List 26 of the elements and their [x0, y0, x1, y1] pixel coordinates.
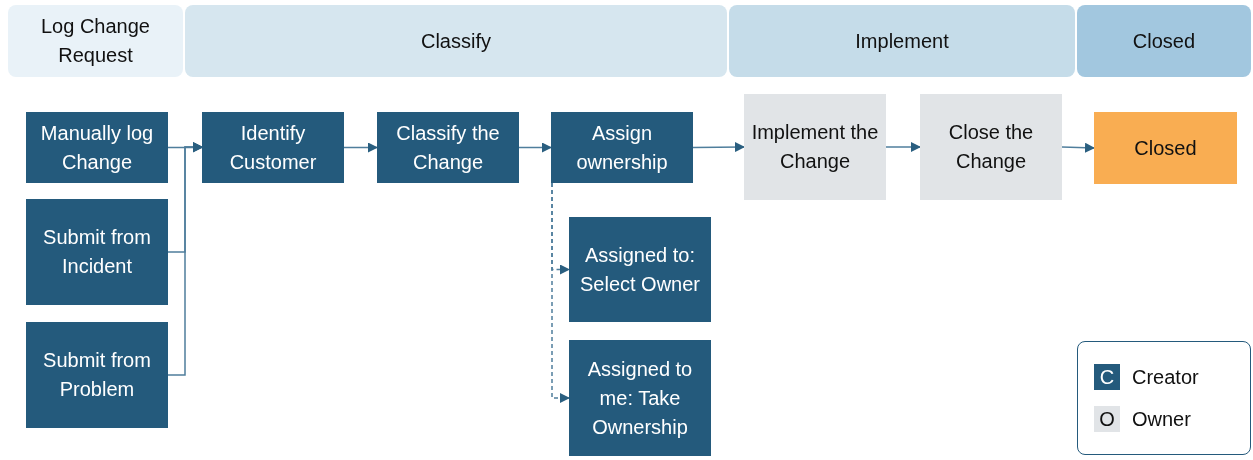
process-box: Assigned to me: Take Ownership [569, 340, 711, 456]
process-box: Close the Change [920, 94, 1062, 200]
process-box: Assigned to: Select Owner [569, 217, 711, 322]
phase-band: Log Change Request [8, 5, 183, 77]
arrow [518, 142, 552, 153]
process-box: Identify Customer [202, 112, 344, 183]
legend-label: Owner [1132, 407, 1191, 432]
phase-band: Classify [185, 5, 727, 77]
end-state-box: Closed [1094, 112, 1237, 184]
arrow [167, 142, 203, 376]
phase-band: Closed [1077, 5, 1251, 77]
legend-swatch: O [1094, 406, 1120, 432]
process-box: Submit from Incident [26, 199, 168, 305]
process-box: Assign ownership [551, 112, 693, 183]
legend-swatch: C [1094, 364, 1120, 390]
phase-band: Implement [729, 5, 1075, 77]
process-box: Implement the Change [744, 94, 886, 200]
arrow [885, 142, 921, 152]
process-box: Manually log Change [26, 112, 168, 183]
arrow [1061, 142, 1095, 153]
arrow [343, 142, 378, 153]
legend-label: Creator [1132, 365, 1199, 390]
process-box: Submit from Problem [26, 322, 168, 428]
arrow [551, 182, 570, 403]
arrow [692, 142, 745, 153]
process-box: Classify the Change [377, 112, 519, 183]
